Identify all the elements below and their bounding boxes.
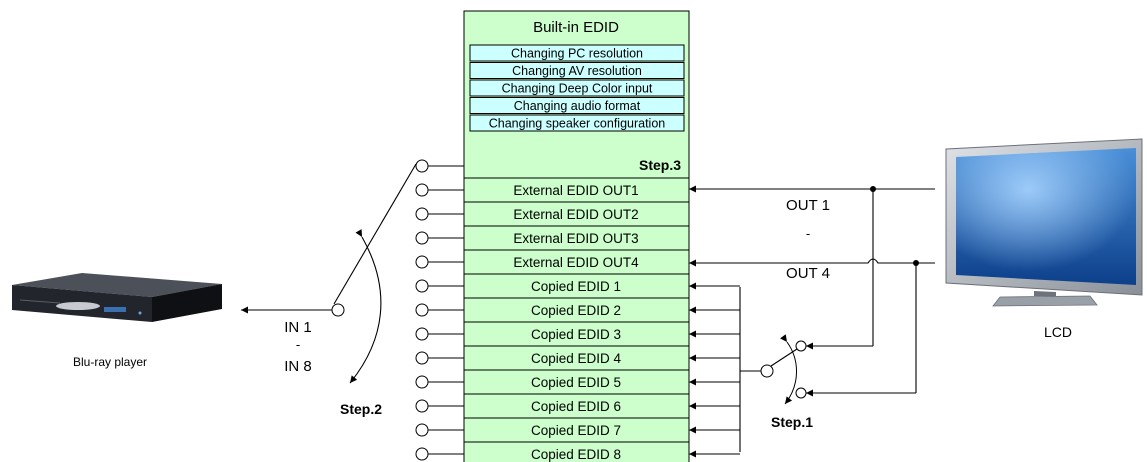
bluray-player-label: Blu-ray player: [73, 355, 147, 369]
lcd-monitor-image: [945, 138, 1143, 307]
in-last-label: IN 8: [284, 358, 312, 375]
input-selector-list: [415, 159, 464, 461]
input-select-node: [415, 423, 464, 437]
function-label: Changing PC resolution: [511, 47, 643, 61]
edid-row-label: Copied EDID 8: [531, 447, 621, 462]
function-item: Changing Deep Color input: [469, 79, 685, 97]
input-select-node: [415, 375, 464, 389]
function-label: Changing Deep Color input: [502, 82, 653, 96]
builtin-edid-title: Built-in EDID: [533, 19, 619, 36]
bluray-player-image: [12, 273, 222, 322]
input-select-node: [415, 327, 464, 341]
edid-row-label: Copied EDID 2: [531, 303, 621, 318]
edid-row-label: Copied EDID 4: [531, 351, 622, 366]
input-select-node: [415, 183, 464, 197]
external-edid-row: External EDID OUT2: [463, 201, 690, 227]
copied-edid-row: Copied EDID 8: [463, 441, 690, 462]
edid-row-label: Copied EDID 3: [531, 327, 621, 342]
input-select-node: [415, 303, 464, 317]
out-last-label: OUT 4: [786, 265, 830, 282]
step2-curved-arrow: [349, 229, 382, 384]
step3-label: Step.3: [639, 157, 681, 173]
input-select-node: [415, 279, 464, 293]
copied-edid-row: Copied EDID 2: [463, 297, 690, 323]
step1-curved-arrow: [780, 334, 797, 405]
input-select-node: [415, 159, 464, 173]
edid-row-label: External EDID OUT2: [513, 207, 638, 222]
function-label: Changing AV resolution: [512, 64, 642, 78]
function-item: Changing PC resolution: [469, 44, 685, 62]
function-label: Changing speaker configuration: [489, 117, 666, 131]
function-item: Changing speaker configuration: [469, 114, 685, 132]
external-edid-row: External EDID OUT3: [463, 225, 690, 251]
edid-row-label: External EDID OUT1: [513, 183, 638, 198]
edid-row-label: External EDID OUT4: [513, 255, 639, 270]
step1-label: Step.1: [771, 414, 813, 430]
edid-row-label: Copied EDID 7: [531, 423, 621, 438]
input-select-node: [415, 399, 464, 413]
function-item: Changing audio format: [469, 97, 685, 114]
source-pivot-node: [331, 303, 345, 317]
edid-row-label: External EDID OUT3: [513, 231, 638, 246]
builtin-edid-panel: Built-in EDID Changing PC resolutionChan…: [463, 10, 690, 179]
copied-edid-row: Copied EDID 5: [463, 369, 690, 395]
copied-edid-row: Copied EDID 1: [463, 273, 690, 299]
step2-label: Step.2: [340, 401, 382, 417]
edid-row-label: Copied EDID 1: [531, 279, 621, 294]
external-edid-row: External EDID OUT4: [463, 249, 690, 275]
external-edid-row: External EDID OUT1: [463, 177, 690, 203]
input-select-node: [415, 351, 464, 365]
function-label: Changing audio format: [514, 99, 641, 113]
lcd-label: LCD: [1044, 324, 1072, 340]
out-first-label: OUT 1: [786, 197, 830, 214]
in-first-label: IN 1: [284, 319, 312, 336]
output-selector-switch: Step.1: [689, 282, 813, 458]
input-select-node: [415, 447, 464, 461]
external-edid-wiring: [689, 185, 935, 399]
out-sep-label: -: [806, 226, 810, 241]
input-select-node: [415, 231, 464, 245]
edid-row-label: Copied EDID 5: [531, 375, 621, 390]
copied-edid-row: Copied EDID 3: [463, 321, 690, 347]
input-select-node: [415, 255, 464, 269]
input-selector-switch: Step.2: [331, 163, 417, 417]
copied-edid-row: Copied EDID 7: [463, 417, 690, 443]
in-sep-label: -: [296, 337, 300, 352]
copied-edid-row: Copied EDID 4: [463, 345, 690, 371]
function-item: Changing AV resolution: [469, 62, 685, 79]
input-select-node: [415, 207, 464, 221]
edid-row-label: Copied EDID 6: [531, 399, 621, 414]
copied-edid-row: Copied EDID 6: [463, 393, 690, 419]
